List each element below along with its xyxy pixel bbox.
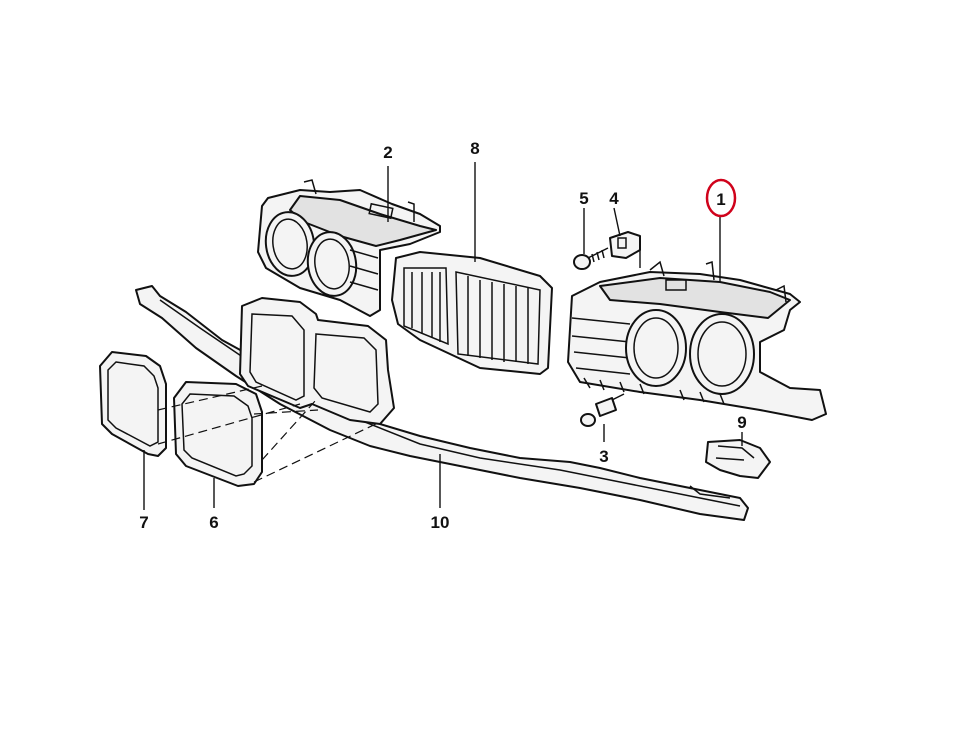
callouts: 1 2 3 4 5 6 7 8 9 10 bbox=[139, 139, 746, 532]
callout-9[interactable]: 9 bbox=[737, 413, 746, 432]
alignment-lines bbox=[157, 385, 381, 483]
part-9-mounting-bracket[interactable] bbox=[705, 439, 771, 479]
leader-lines bbox=[143, 162, 743, 510]
callout-10[interactable]: 10 bbox=[431, 513, 450, 532]
callout-3[interactable]: 3 bbox=[599, 447, 608, 466]
part-5-screw[interactable] bbox=[573, 247, 609, 270]
part-1-right-headlight-carrier[interactable] bbox=[567, 260, 827, 421]
part-4-clip-bracket[interactable] bbox=[609, 231, 641, 259]
part-8-center-grille[interactable] bbox=[391, 251, 553, 375]
callout-7[interactable]: 7 bbox=[139, 513, 148, 532]
part-7-kidney-ring[interactable] bbox=[99, 351, 167, 457]
part-2-left-headlight-carrier[interactable] bbox=[257, 179, 441, 317]
callout-4[interactable]: 4 bbox=[609, 189, 619, 208]
callout-1-highlight-ring bbox=[705, 178, 737, 218]
part-6-kidney-frame[interactable] bbox=[173, 381, 263, 487]
callout-1[interactable]: 1 bbox=[716, 190, 725, 209]
callout-8[interactable]: 8 bbox=[470, 139, 479, 158]
kidney-grille-surround[interactable] bbox=[239, 297, 395, 425]
part-3-push-rivet[interactable] bbox=[580, 393, 625, 427]
callout-6[interactable]: 6 bbox=[209, 513, 218, 532]
callout-5[interactable]: 5 bbox=[579, 189, 588, 208]
callout-2[interactable]: 2 bbox=[383, 143, 392, 162]
